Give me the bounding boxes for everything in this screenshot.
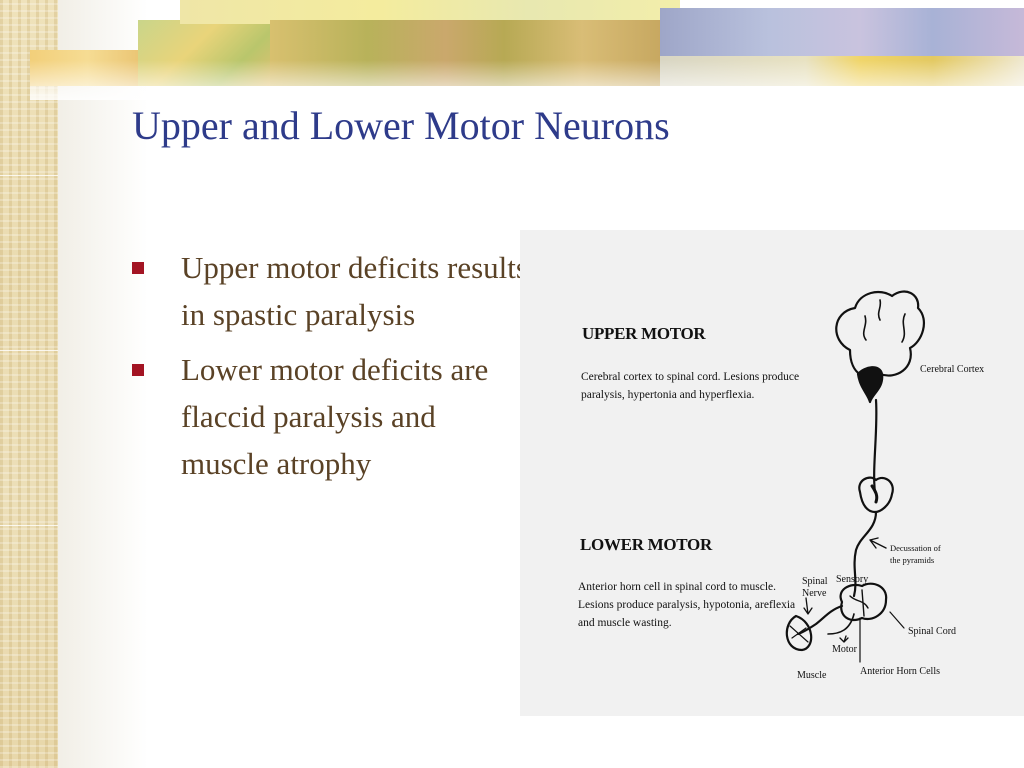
spinal-nerve-arrow — [803, 597, 813, 615]
neuron-pathway-drawing — [785, 290, 926, 663]
upper-motor-tract — [873, 398, 878, 494]
slide-title: Upper and Lower Motor Neurons — [132, 103, 670, 148]
anterior-horn-cells-label: Anterior Horn Cells — [860, 666, 940, 677]
muscle-shape — [785, 614, 813, 652]
lower-motor-desc-line: and muscle wasting. — [578, 617, 672, 629]
lower-motor-heading: LOWER MOTOR — [580, 535, 712, 554]
upper-motor-desc-line: paralysis, hypertonia and hyperflexia. — [581, 389, 755, 401]
bullet-item: Lower motor deficits are flaccid paralys… — [130, 346, 530, 487]
brainstem-outline — [858, 476, 894, 514]
upper-motor-desc-line: Cerebral cortex to spinal cord. Lesions … — [581, 371, 800, 383]
bullet-text: Lower motor deficits are flaccid paralys… — [181, 352, 489, 481]
bullet-list: Upper motor deficits results in spastic … — [130, 244, 530, 495]
banner-fade — [30, 60, 1024, 100]
motor-neuron-diagram: UPPER MOTOR Cerebral cortex to spinal co… — [520, 230, 1024, 716]
spinal-cord-label: Spinal Cord — [908, 626, 957, 637]
spinal-nerve-label: Spinal — [802, 576, 828, 587]
spinal-nerve — [796, 604, 844, 636]
lower-motor-desc-line: Anterior horn cell in spinal cord to mus… — [578, 581, 777, 593]
motor-arrow — [839, 635, 849, 643]
lower-motor-desc-line: Lesions produce paralysis, hypotonia, ar… — [578, 599, 796, 611]
ventricle-shape — [856, 366, 884, 404]
cerebral-cortex-label: Cerebral Cortex — [920, 364, 985, 375]
muscle-label: Muscle — [797, 670, 827, 681]
left-shadow — [58, 0, 148, 768]
bullet-text: Upper motor deficits results in spastic … — [181, 250, 528, 332]
square-bullet-icon — [132, 262, 144, 274]
decussation-label: the pyramids — [890, 555, 935, 565]
motor-label: Motor — [832, 644, 857, 655]
left-decorative-strip — [0, 0, 58, 768]
decussation-arrow — [869, 537, 887, 549]
sensory-label: Sensory — [836, 574, 869, 585]
upper-motor-heading: UPPER MOTOR — [582, 324, 706, 343]
bullet-item: Upper motor deficits results in spastic … — [130, 244, 530, 338]
spinal-nerve-label: Nerve — [802, 588, 827, 599]
decussation-tract — [852, 510, 878, 598]
decussation-label: Decussation of — [890, 543, 941, 553]
square-bullet-icon — [132, 364, 144, 376]
